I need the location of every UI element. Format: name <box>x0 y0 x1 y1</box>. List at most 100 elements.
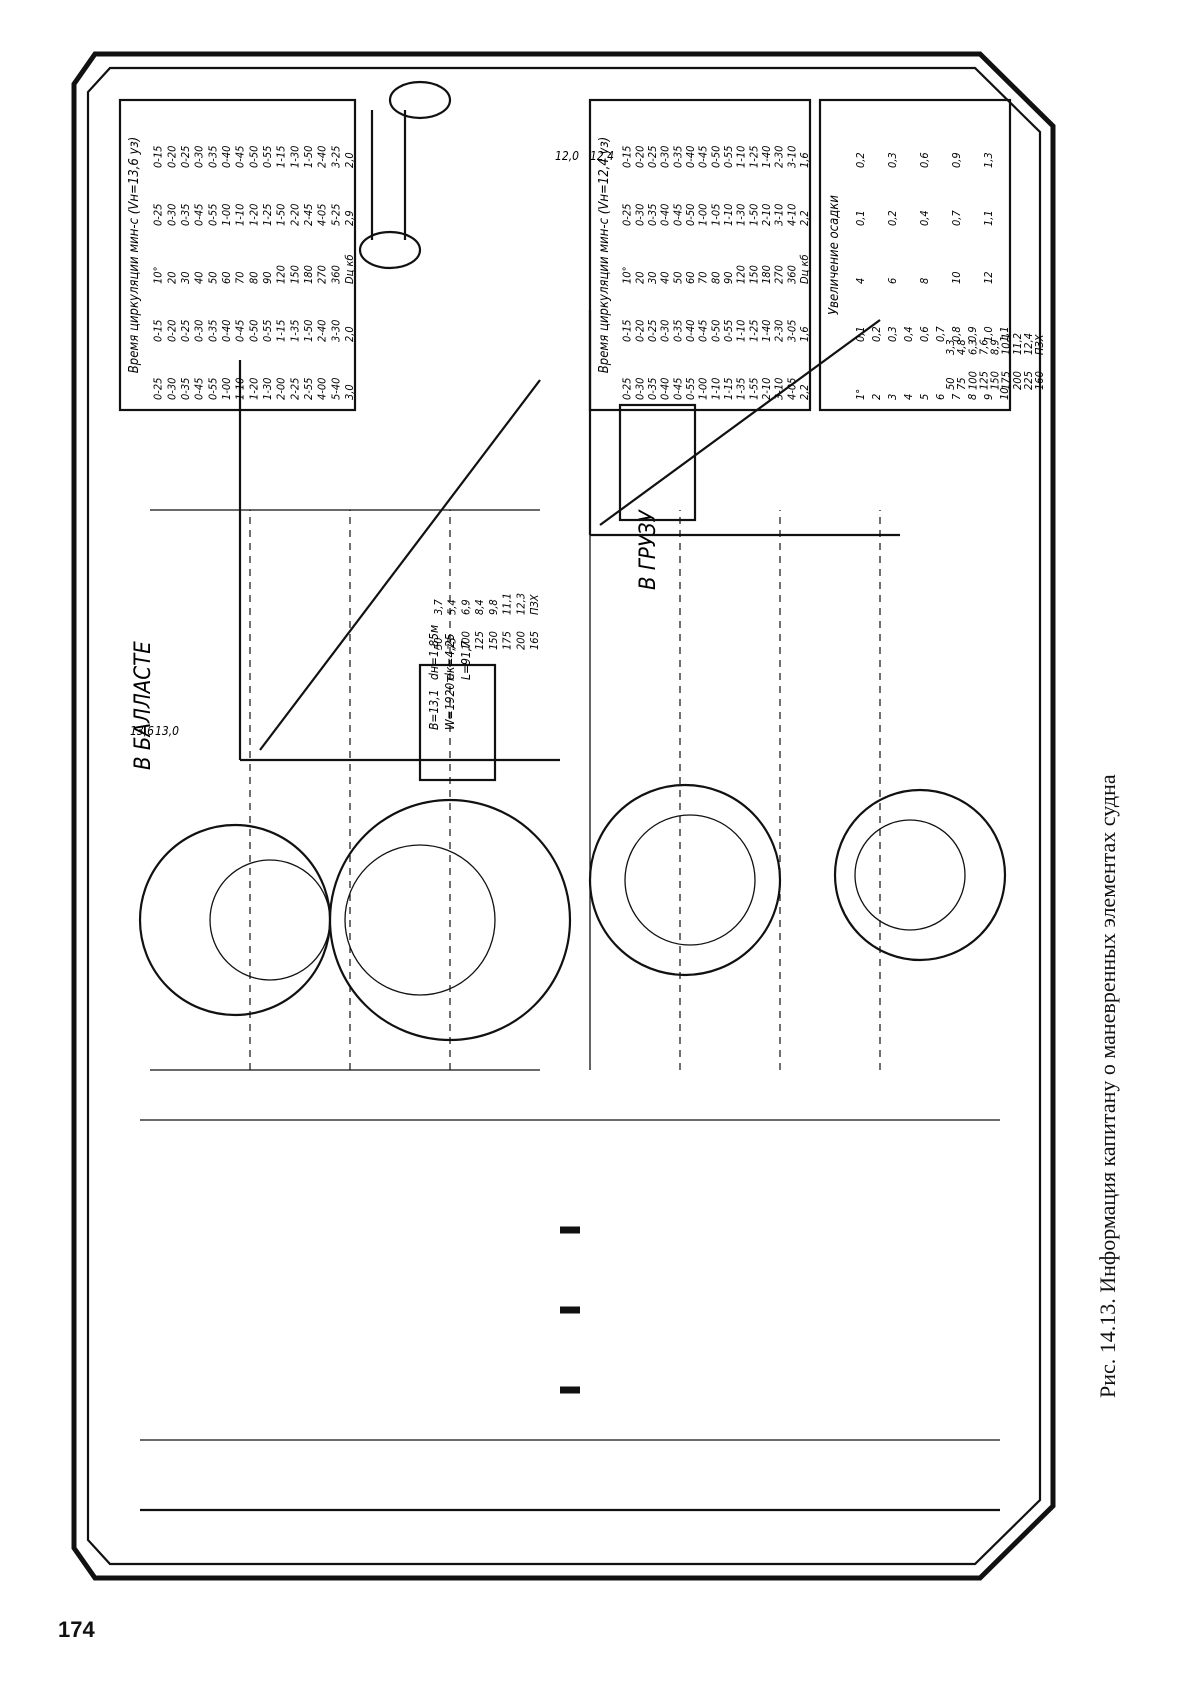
ballast-circulation-cell: 0-20 <box>165 320 178 342</box>
ballast-circulation-cell: 0-15 <box>152 146 165 168</box>
cargo-circulation-cell: 0-55 <box>684 378 697 400</box>
ballast-circulation-cell: 90 <box>261 271 274 284</box>
cargo-circulation-cell: 1-50 <box>747 204 760 226</box>
cargo-circulation-cell: 1,6 <box>798 152 811 168</box>
ballast-heading: В БАЛЛАСТЕ <box>131 641 156 770</box>
svg-text:13,6: 13,6 <box>130 724 154 738</box>
ballast-circulation-cell: 1-20 <box>247 378 260 400</box>
ballast-circulation-cell: 120 <box>275 265 288 284</box>
svg-text:12,0: 12,0 <box>555 149 579 163</box>
cargo-circulation-cell: 1-30 <box>735 204 748 226</box>
man-overboard-diagram <box>358 80 452 270</box>
ballast-circulation-cell: 0-35 <box>206 146 219 168</box>
cargo-circulation-cell: 4-10 <box>785 204 798 226</box>
ballast-rpm-cell: 3,7 <box>432 599 445 615</box>
cargo-circulation-cell: 1-25 <box>747 320 760 342</box>
ballast-circulation-cell: 1-00 <box>220 204 233 226</box>
cargo-circulation-cell: 0-50 <box>709 146 722 168</box>
ballast-rpm-cell: 50 <box>432 637 445 650</box>
ballast-circulation-cell: 10° <box>152 266 165 284</box>
cargo-circulation-cell: 3-10 <box>773 204 786 226</box>
cargo-circulation-cell: 0-45 <box>671 204 684 226</box>
ballast-circulation-cell: 1-00 <box>220 378 233 400</box>
heel-cell: 0,3 <box>886 152 899 168</box>
ballast-rpm-cell: 150 <box>487 631 500 650</box>
ballast-circulation-cells: 0-250-1510°0-250-150-300-20200-300-200-3… <box>152 146 356 400</box>
cargo-circulation-cell: 2-30 <box>773 320 786 342</box>
ballast-circulation-cell: 0-55 <box>206 204 219 226</box>
heel-cell: 4 <box>902 394 915 400</box>
cargo-rpm-cell: 125 <box>977 371 990 390</box>
cargo-circulation-cell: 50 <box>671 271 684 284</box>
cargo-circulation-cell: 2-10 <box>760 378 773 400</box>
cargo-circulation-cell: 150 <box>747 265 760 284</box>
cargo-rpm-cell: 150 <box>989 371 1002 390</box>
ballast-circulation-cell: 180 <box>302 265 315 284</box>
ballast-particulars-box: dн=1,85м dк=4,25 L=91,7 B=13,1 W=1920т <box>418 625 497 782</box>
heel-cell: 10 <box>950 271 963 284</box>
heel-cell: 9 <box>982 394 995 400</box>
ballast-circulation-cell: 2-00 <box>275 378 288 400</box>
ballast-circulation-cell: 150 <box>288 265 301 284</box>
svg-text:dн=1,85м: dн=1,85м <box>427 625 441 680</box>
heel-cell: 6 <box>934 394 947 400</box>
ballast-circulation-cell: 2-55 <box>302 378 315 400</box>
cargo-circulation-cell: 4-05 <box>785 378 798 400</box>
cargo-circulation-cell: 0-15 <box>621 146 634 168</box>
cargo-circulation-cell: 0-25 <box>621 204 634 226</box>
ballast-circulation-table: Время циркуляции мин-с (Vн=13,6 уз) <box>118 98 357 412</box>
cargo-circulation-cell: 0-15 <box>621 320 634 342</box>
cargo-rpm-cell: 7,6 <box>977 339 990 355</box>
heel-cell: 0,9 <box>950 152 963 168</box>
heel-cell: 7 <box>950 393 963 400</box>
cargo-circulation-cell: 120 <box>735 265 748 284</box>
cargo-circulation-cell: 1-25 <box>747 146 760 168</box>
ballast-rpm-cell: 6,9 <box>459 599 472 615</box>
ballast-circulation-cell: 360 <box>329 265 342 284</box>
cargo-circulation-cell: 70 <box>697 271 710 284</box>
cargo-circulation-cell: 2-30 <box>773 146 786 168</box>
ballast-circulation-cell: 1-15 <box>275 146 288 168</box>
cargo-circulation-cell: 0-45 <box>697 146 710 168</box>
ballast-circulation-cell: 50 <box>206 271 219 284</box>
cargo-circulation-cell: 1,6 <box>798 326 811 342</box>
ballast-circulation-cell: 0-50 <box>247 320 260 342</box>
cargo-circulation-cell: 0-50 <box>684 204 697 226</box>
cargo-rpm-cell: 10,1 <box>1000 333 1013 355</box>
cargo-circulation-cell: 0-40 <box>684 320 697 342</box>
cargo-rpm-cell: 3,3 <box>944 339 957 355</box>
svg-text:L=91,7: L=91,7 <box>459 641 473 680</box>
cargo-circulation-cell: 0-55 <box>722 146 735 168</box>
ballast-circulation-cell: 1-10 <box>234 204 247 226</box>
cargo-rpm-cell: 4,8 <box>955 339 968 355</box>
cargo-circulation-cell: 80 <box>709 271 722 284</box>
ballast-circulation-cell: 70 <box>234 271 247 284</box>
cargo-rpm-cell: 100 <box>966 371 979 390</box>
heel-cell: 8 <box>966 394 979 400</box>
ballast-circulation-cell: 3,0 <box>343 384 356 400</box>
ballast-circulation-cell: 0-25 <box>179 146 192 168</box>
svg-text:B=13,1: B=13,1 <box>427 690 441 730</box>
ballast-circulation-cell: 1-50 <box>302 320 315 342</box>
ballast-circulation-cell: 5-40 <box>329 378 342 400</box>
ballast-circulation-cell: 1-50 <box>275 204 288 226</box>
ballast-circulation-cell: 1-20 <box>247 204 260 226</box>
ballast-circulation-cell: 0-45 <box>234 146 247 168</box>
ballast-circulation-cell: 5-25 <box>329 204 342 226</box>
svg-text:13,0: 13,0 <box>155 724 179 738</box>
cargo-circulation-cell: 0-20 <box>633 146 646 168</box>
heel-cell: 6 <box>886 278 899 284</box>
cargo-circulation-cell: 0-30 <box>659 320 672 342</box>
heel-cell: 3 <box>886 394 899 400</box>
cargo-circulation-cell: 2,2 <box>798 384 811 400</box>
heel-table-title: Увеличение осадки <box>827 195 842 315</box>
cargo-circulation-cell: 0-30 <box>633 378 646 400</box>
cargo-circulation-cell: 2,2 <box>798 210 811 226</box>
cargo-circulation-cell: 1-35 <box>735 378 748 400</box>
heel-cell: 0,6 <box>918 152 931 168</box>
cargo-circulation-cell: 0-30 <box>633 204 646 226</box>
heel-cell: 0,7 <box>934 326 947 342</box>
heel-cell: 1,0 <box>982 326 995 342</box>
ballast-circulation-cell: 0-30 <box>193 320 206 342</box>
cargo-circulation-cell: 1-05 <box>709 204 722 226</box>
